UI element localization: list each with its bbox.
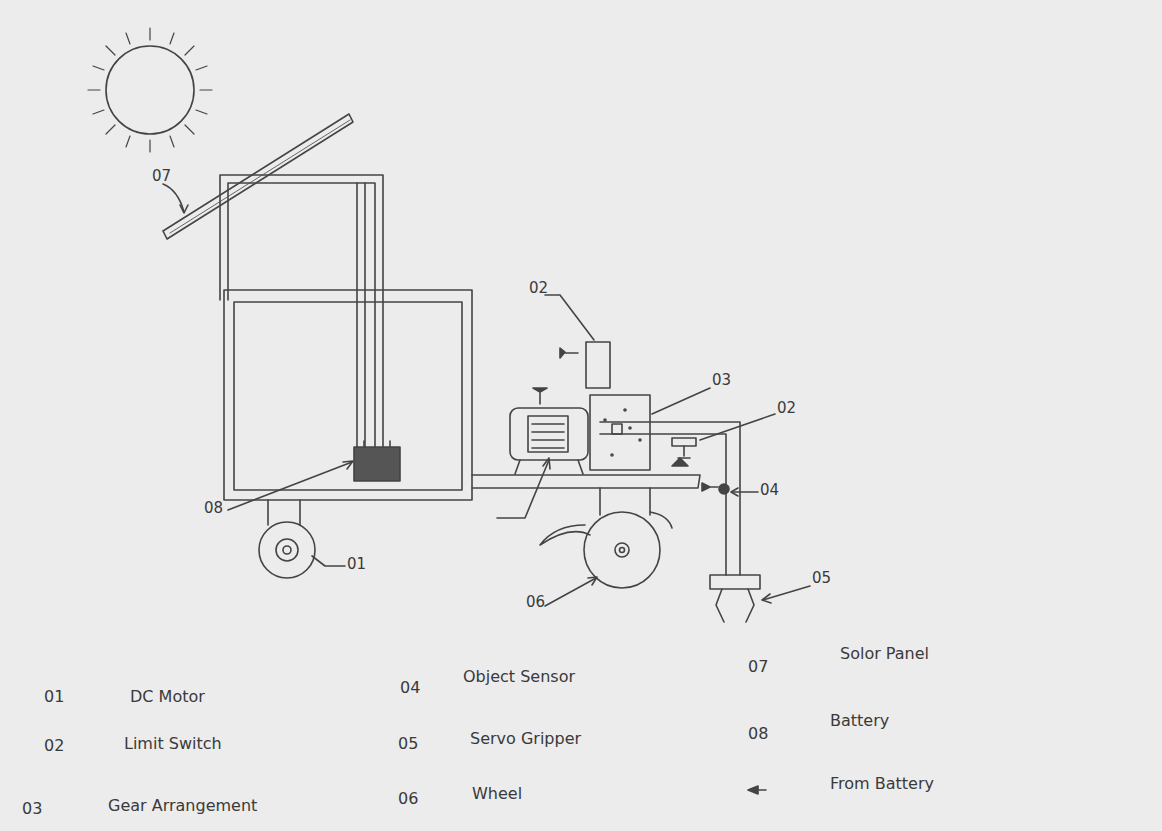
battery-symbol	[354, 447, 400, 481]
key-number: 06	[398, 790, 418, 808]
key-number: 03	[22, 800, 42, 818]
key-name: Gear Arrangement	[108, 797, 257, 815]
object-sensor	[719, 484, 729, 494]
callout-number: 05	[812, 570, 831, 587]
legend-sample	[748, 786, 766, 794]
key-number: 02	[44, 737, 64, 755]
front-wheel	[584, 512, 660, 588]
servo-gripper	[710, 575, 760, 589]
key-number: 01	[44, 688, 64, 706]
key-name: Limit Switch	[124, 735, 222, 753]
legend-text: From Battery	[830, 775, 934, 793]
key-name: Wheel	[472, 785, 522, 803]
callout-number: 01	[347, 556, 366, 573]
key-name: Battery	[830, 712, 889, 730]
solar-panel	[163, 114, 353, 239]
rear-wheel	[259, 522, 315, 578]
callout-number: 08	[204, 500, 223, 517]
sun	[106, 46, 194, 134]
callout-number: 04	[760, 482, 779, 499]
key-name: Object Sensor	[463, 668, 575, 686]
key-number: 07	[748, 658, 768, 676]
limit-switch	[586, 342, 610, 388]
callout-number: 07	[152, 168, 171, 185]
arm	[600, 422, 740, 575]
frame-box	[224, 290, 472, 500]
callout-number: 02	[777, 400, 796, 417]
callout-number: 03	[712, 372, 731, 389]
key-name: Solor Panel	[840, 645, 929, 663]
callout-number: 02	[529, 280, 548, 297]
callout-number: 06	[526, 594, 545, 611]
dc-motor	[510, 408, 588, 460]
key-number: 05	[398, 735, 418, 753]
key-number: 04	[400, 679, 420, 697]
gear-box	[590, 395, 650, 470]
key-number: 08	[748, 725, 768, 743]
key-name: Servo Gripper	[470, 730, 581, 748]
key-name: DC Motor	[130, 688, 205, 706]
base-platform	[472, 475, 700, 488]
